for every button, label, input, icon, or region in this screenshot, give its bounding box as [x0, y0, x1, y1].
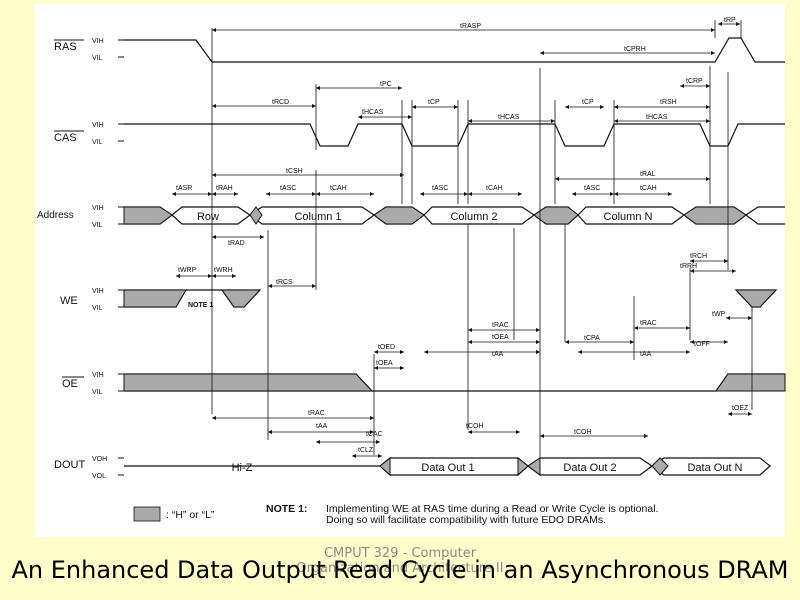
data-out-2: Data Out 2 — [563, 462, 616, 474]
address-row: Row — [197, 211, 219, 223]
t-wrh: tWRH — [214, 267, 233, 274]
t-hcas-3: tHCAS — [646, 114, 668, 121]
t-off: tOFF — [694, 341, 710, 348]
t-pc: tPC — [380, 81, 392, 88]
t-rac-1: tRAC — [492, 322, 509, 329]
legend-swatch — [133, 506, 161, 522]
t-oez: tOEZ — [732, 405, 749, 412]
note-line-2: Doing so will facilitate compatibility w… — [326, 514, 606, 526]
t-crp: tCRP — [686, 78, 703, 85]
oe-vih: VIH — [92, 372, 104, 379]
t-cp-2: tCP — [582, 99, 594, 106]
slide-title: An Enhanced Data Output Read Cycle in an… — [11, 556, 789, 584]
note-label: NOTE 1: — [266, 503, 307, 515]
t-aa-3: tAA — [316, 423, 328, 430]
t-rrh: tRRH — [680, 263, 697, 270]
address-vih: VIH — [92, 205, 104, 212]
t-rch: tRCH — [690, 253, 707, 260]
dout-voh: VOH — [92, 456, 107, 463]
note-line-1: Implementing WE at RAS time during a Rea… — [326, 503, 658, 515]
t-asc-1: tASC — [280, 185, 296, 192]
hi-z-label: Hi-Z — [232, 462, 253, 474]
data-out-n: Data Out N — [687, 462, 742, 474]
cas-signal-label: CAS — [54, 132, 77, 144]
cas-vil: VIL — [92, 139, 103, 146]
t-rsh: tRSH — [660, 99, 677, 106]
cas-vih: VIH — [92, 122, 104, 129]
t-csh: tCSH — [286, 168, 303, 175]
t-rac-3: tRAC — [308, 410, 325, 417]
t-rah: tRAH — [216, 185, 233, 192]
legend-text: : “H” or “L” — [166, 509, 215, 521]
address-column-1: Column 1 — [294, 211, 341, 223]
address-signal-label: Address — [37, 210, 74, 221]
footer-line-2: Organization and Architecture II — [296, 561, 504, 576]
ras-waveform — [124, 37, 785, 63]
t-cah-1: tCAH — [330, 185, 347, 192]
t-asc-3: tASC — [584, 185, 600, 192]
t-rac-2: tRAC — [640, 320, 657, 327]
t-hcas-2: tHCAS — [498, 114, 520, 121]
t-oed: tOED — [378, 344, 395, 351]
ras-vih: VIH — [92, 38, 104, 45]
t-rcs: tRCS — [276, 279, 293, 286]
t-wp: tWP — [712, 311, 726, 318]
ras-vil: VIL — [92, 55, 103, 62]
t-hcas-1: tHCAS — [362, 109, 384, 116]
t-cp-1: tCP — [428, 99, 440, 106]
t-rad: tRAD — [228, 240, 245, 247]
t-cah-2: tCAH — [486, 185, 503, 192]
t-ral: tRAL — [640, 171, 656, 178]
t-cac: tCAC — [366, 431, 383, 438]
t-oea-1: tOEA — [492, 334, 509, 341]
cas-waveform — [124, 123, 785, 147]
course-footer: CMPUT 329 - Computer Organization and Ar… — [0, 546, 800, 576]
data-out-1: Data Out 1 — [421, 462, 474, 474]
t-cah-3: tCAH — [640, 185, 657, 192]
we-vih: VIH — [92, 288, 104, 295]
we-signal-label: WE — [60, 295, 78, 307]
address-vil: VIL — [92, 222, 103, 229]
t-asr: tASR — [176, 185, 192, 192]
oe-vil: VIL — [92, 389, 103, 396]
t-cpa: tCPA — [584, 335, 600, 342]
t-aa-1: tAA — [492, 351, 504, 358]
note1-tag: NOTE 1 — [188, 302, 213, 309]
dout-vol: VOL — [92, 473, 106, 480]
ras-signal-label: RAS — [54, 41, 77, 53]
t-coh-2: tCOH — [574, 429, 592, 436]
t-rp: tRP — [724, 17, 736, 24]
t-wrp: tWRP — [178, 267, 197, 274]
t-rasp: tRASP — [460, 23, 481, 30]
address-column-n: Column N — [604, 211, 653, 223]
t-asc-2: tASC — [432, 185, 448, 192]
we-vil: VIL — [92, 305, 103, 312]
t-rcd: tRCD — [272, 99, 289, 106]
oe-signal-label: OE — [62, 378, 78, 390]
t-oea-2: tOEA — [376, 360, 393, 367]
address-column-2: Column 2 — [450, 211, 497, 223]
t-cprh: tCPRH — [624, 46, 646, 53]
footer-line-1: CMPUT 329 - Computer — [323, 546, 477, 561]
dout-signal-label: DOUT — [54, 459, 85, 471]
timing-diagram-panel — [35, 4, 785, 537]
t-clz: tCLZ — [358, 447, 374, 454]
t-coh-1: tCOH — [466, 423, 484, 430]
t-aa-2: tAA — [640, 351, 652, 358]
